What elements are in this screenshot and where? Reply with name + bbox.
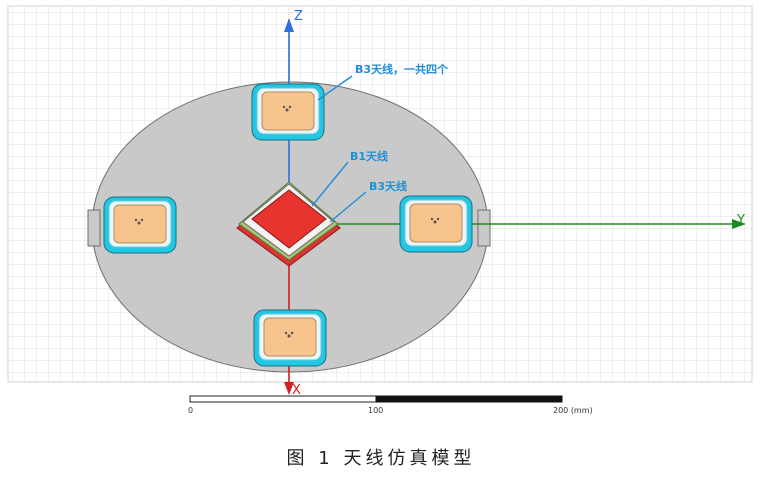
- scale-tick-100: 100: [368, 406, 383, 415]
- callout-b3-outer: B3天线，一共四个: [355, 62, 449, 76]
- scale-tick-0: 0: [188, 406, 193, 415]
- scale-tick-200: 200 (mm): [553, 406, 593, 415]
- b1-patch: [251, 189, 327, 249]
- x-axis-label: X: [292, 383, 301, 398]
- b3-antenna-left[interactable]: [103, 196, 177, 254]
- scale-bar: 0 100 200 (mm): [188, 395, 593, 415]
- central-stacked-antenna[interactable]: [236, 181, 341, 267]
- callout-b1: B1天线: [350, 149, 388, 163]
- b3-antenna-top[interactable]: [251, 83, 325, 141]
- ground-notch-right: [477, 209, 491, 247]
- y-axis-label: Y: [736, 213, 745, 228]
- b3-antenna-right[interactable]: [399, 195, 473, 253]
- callout-line-b3-outer: [317, 75, 353, 101]
- figure-caption: 图 1 天线仿真模型: [286, 448, 476, 469]
- z-axis-label: Z: [294, 9, 303, 24]
- b3-antenna-bottom[interactable]: [253, 309, 327, 367]
- callout-line-b1: [311, 161, 349, 207]
- x-axis-arrow: [284, 382, 294, 395]
- y-axis-arrow: [732, 219, 746, 229]
- ground-notch-left: [87, 209, 101, 247]
- callout-line-b3-inner: [329, 191, 367, 223]
- z-axis-arrow: [284, 18, 294, 32]
- callout-b3-inner: B3天线: [369, 179, 407, 193]
